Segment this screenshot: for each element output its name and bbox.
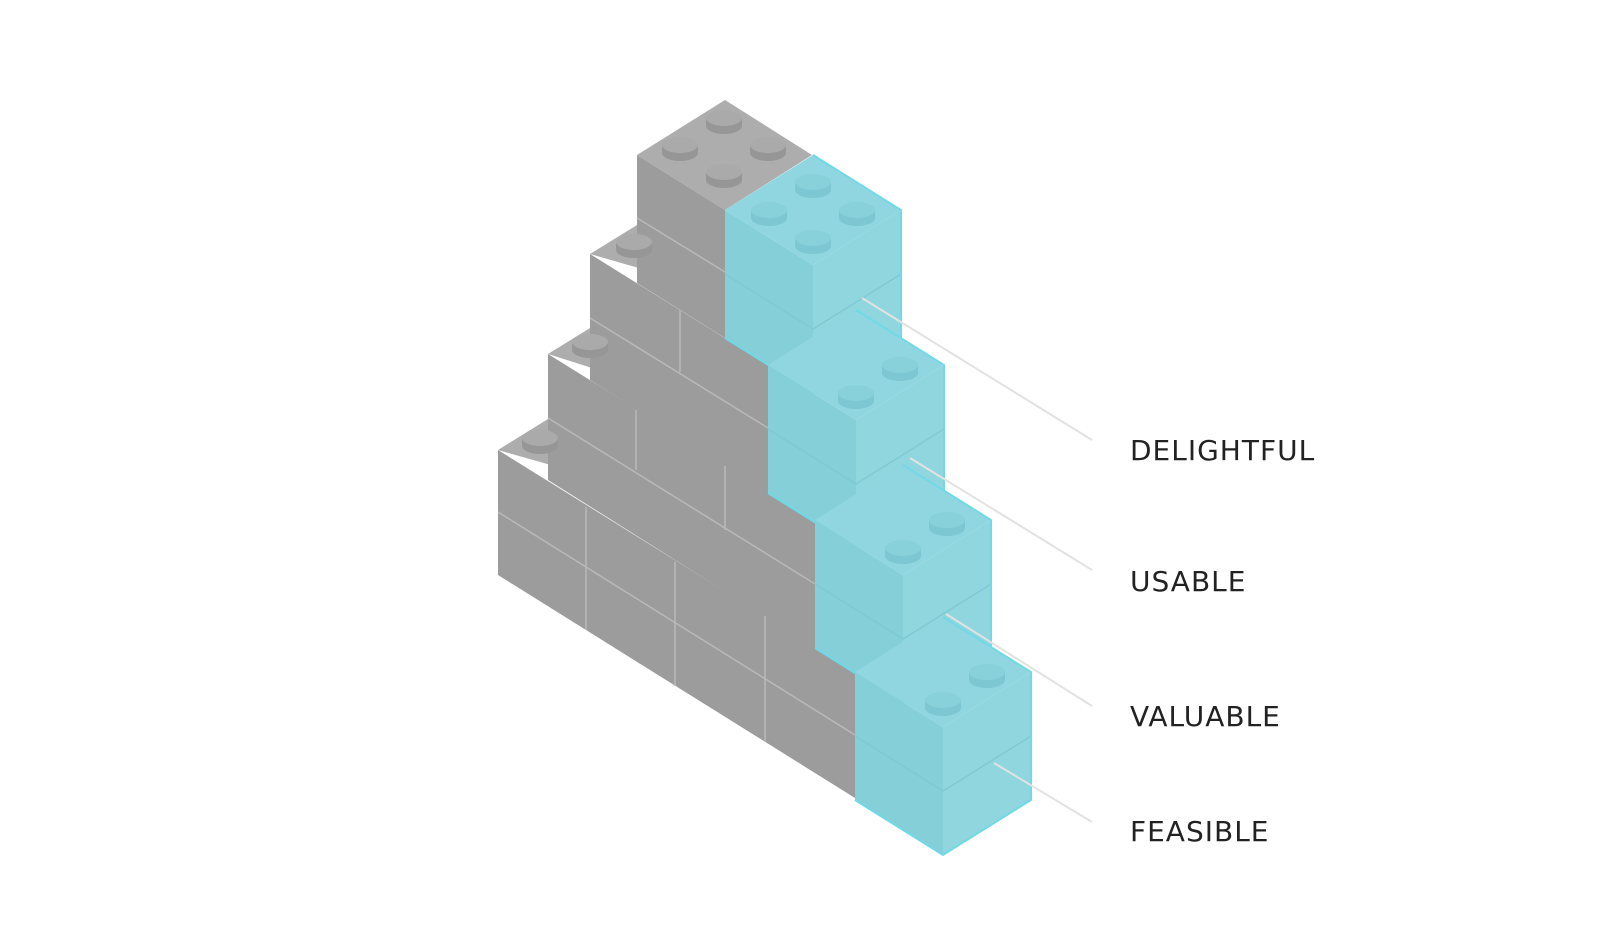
gray-brick-face — [637, 155, 725, 338]
cyan-stud-top — [838, 385, 874, 401]
cyan-stud-top — [885, 540, 921, 556]
label-feasible: FEASIBLE — [1130, 815, 1270, 848]
cyan-brick-seam — [814, 583, 992, 640]
gray-stud-top — [616, 234, 652, 250]
gray-stud-top — [706, 164, 742, 180]
brick-seam — [589, 317, 769, 429]
cyan-stud-top — [925, 692, 961, 708]
brick-seam — [636, 217, 726, 273]
gray-brick-top — [548, 328, 636, 382]
cyan-stud-top — [929, 512, 965, 528]
cyan-stud-top — [795, 174, 831, 190]
cyan-stud-top — [969, 664, 1005, 680]
label-leader-lines — [861, 297, 1093, 823]
gray-stud-top — [522, 430, 558, 446]
gray-stud-top — [750, 137, 786, 153]
leader-line — [993, 762, 1093, 823]
leader-line — [909, 457, 1093, 571]
label-valuable: VALUABLE — [1130, 700, 1281, 733]
gray-stud-top — [662, 137, 698, 153]
cyan-stud-top — [882, 357, 918, 373]
brick-seam — [497, 511, 856, 736]
gray-stud-top — [706, 110, 742, 126]
gray-brick-wall — [497, 100, 856, 798]
leader-line — [945, 613, 1093, 707]
brick-seam — [547, 417, 816, 585]
gray-stud-top — [572, 334, 608, 350]
cyan-brick-edge — [854, 616, 1032, 857]
cyan-stud-top — [839, 202, 875, 218]
cyan-stud-top — [751, 202, 787, 218]
leader-line — [861, 297, 1093, 441]
label-delightful: DELIGHTFUL — [1130, 434, 1316, 467]
cyan-brick-seam — [767, 428, 945, 485]
cyan-brick-seam — [854, 735, 1032, 792]
cyan-brick-seam — [724, 273, 902, 330]
gray-brick-top — [637, 100, 812, 210]
cyan-stud-top — [795, 230, 831, 246]
highlighted-brick-column — [724, 154, 1032, 857]
label-usable: USABLE — [1130, 565, 1247, 598]
